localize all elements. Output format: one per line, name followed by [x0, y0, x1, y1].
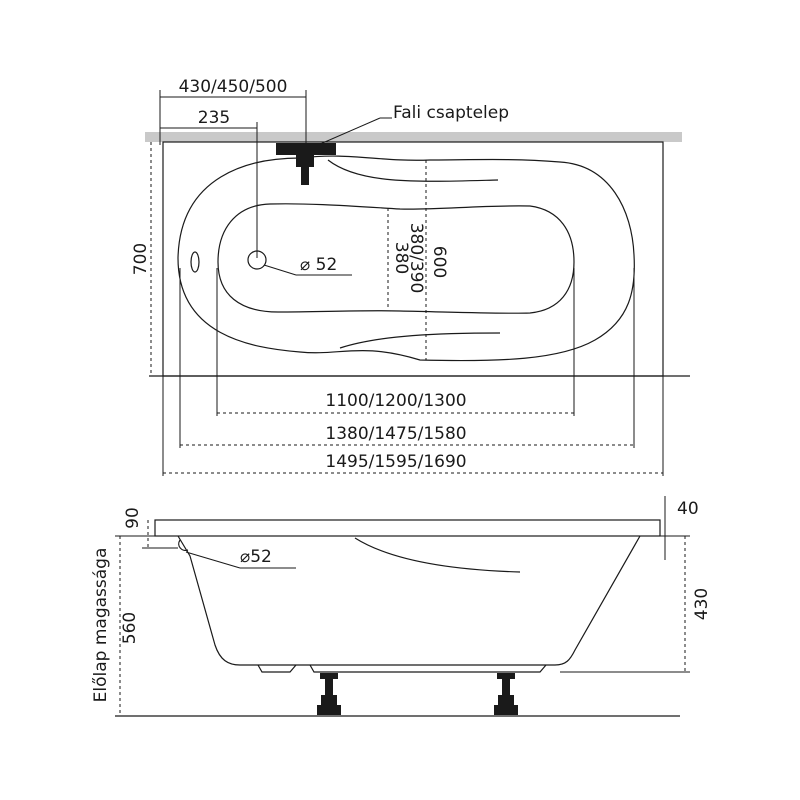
wall-strip [145, 132, 682, 142]
side-overflow [178, 539, 189, 551]
overflow-ellipse [190, 251, 200, 273]
foot-plate-right [309, 664, 547, 673]
front-panel-label: Előlap magassága [91, 548, 111, 703]
dim-inner-width-c: 600 [429, 246, 449, 278]
dim-width-outer: 700 [131, 243, 151, 275]
tub-rim [154, 519, 661, 537]
dim-faucet-position: 430/450/500 [179, 77, 288, 97]
dim-drain-position: 235 [198, 108, 230, 128]
side-view: ⌀52 90 560 Előlap magassága 40 [91, 496, 712, 717]
dim-inner-width-b: 380/390 [406, 223, 426, 294]
dim-front-panel-height: 560 [120, 612, 140, 644]
faucet-leader [317, 117, 381, 146]
dim-depth: 430 [692, 588, 712, 620]
foot-plate-left [257, 664, 297, 673]
dim-basin-length: 1380/1475/1580 [325, 424, 466, 444]
overflow-diameter-label: ⌀52 [240, 547, 272, 567]
leg-left-icon [317, 673, 341, 715]
side-overflow-leader [185, 551, 241, 569]
sweep-curve-lower [339, 332, 501, 349]
side-sweep-curve [354, 537, 521, 573]
drain-leader [263, 264, 297, 276]
sweep-curve-upper [327, 159, 499, 182]
dim-inner-width-a: 380 [391, 242, 411, 274]
leg-right-icon [494, 673, 518, 715]
faucet-label: Fali csaptelep [393, 103, 509, 123]
basin-outer-contour [177, 155, 635, 362]
dim-rim-thickness: 40 [677, 499, 699, 519]
dim-inner-length: 1100/1200/1300 [325, 391, 466, 411]
drain-diameter-label: ⌀ 52 [300, 255, 337, 275]
basin-inner-contour [217, 203, 575, 314]
dim-total-length: 1495/1595/1690 [325, 452, 466, 472]
top-view: ⌀ 52 Fali csaptelep 430/450/500 235 700 … [131, 77, 690, 476]
tub-body-profile [177, 535, 641, 666]
wall-faucet-icon [276, 143, 336, 185]
dim-rim-height: 90 [123, 507, 143, 529]
